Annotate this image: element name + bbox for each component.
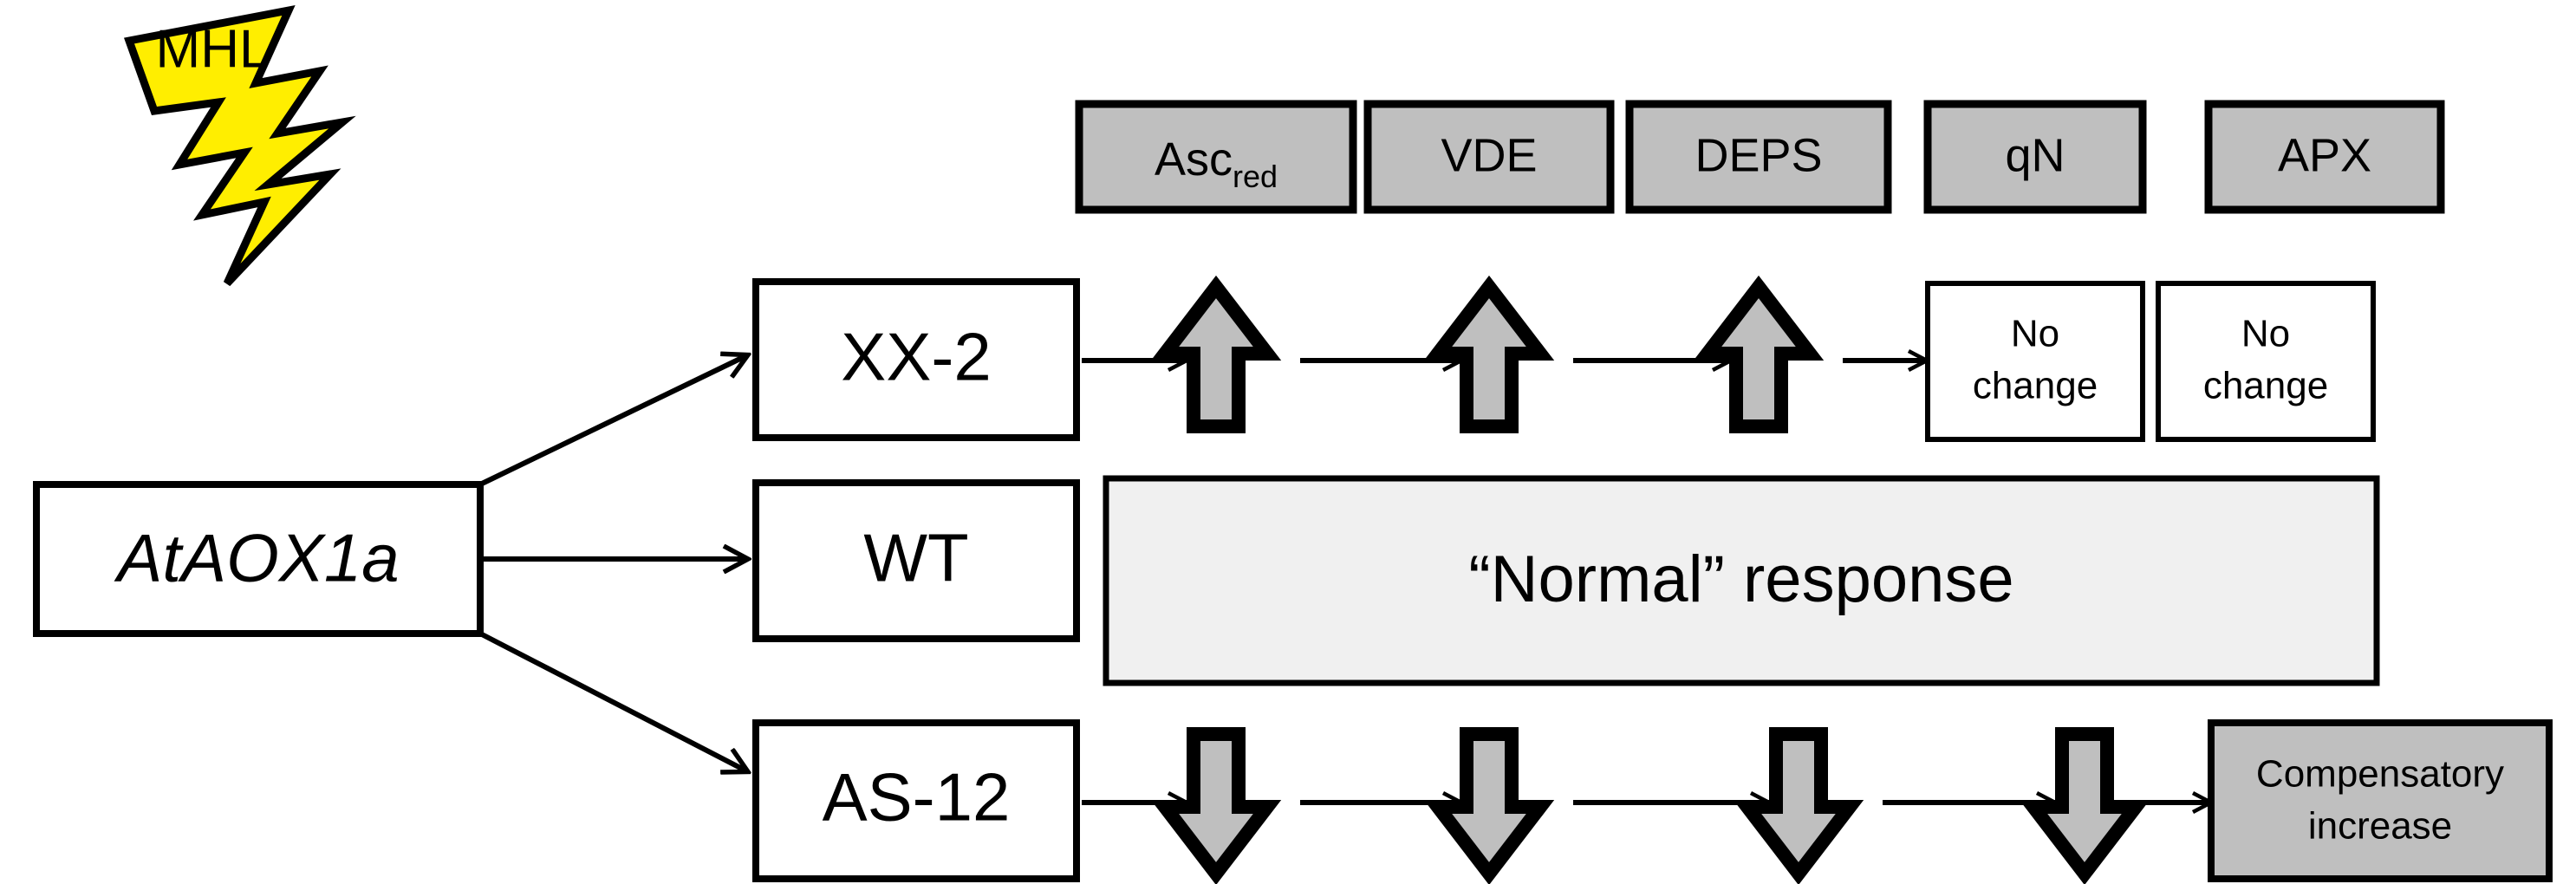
genotype-label: AS-12 [823,759,1011,835]
normal-response-banner: “Normal” response [1103,475,2380,686]
header-box-main: APX [2278,129,2371,181]
genotype-label: WT [863,520,968,596]
row-xx2: XX-2 No change [752,275,2376,442]
genotype-box[interactable] [752,719,1080,882]
header-box-main: DEPS [1695,129,1822,181]
genotype-box[interactable] [752,479,1080,642]
response-arrow-up-asc [1150,275,1282,433]
mhl-label: MHL [156,19,270,79]
genotype-label: XX-2 [841,319,991,395]
compensatory-line2: increase [2308,805,2452,848]
header-box-vde[interactable]: VDE [1363,100,1615,214]
header-box-rect[interactable] [1075,100,1357,214]
genotype-box[interactable] [752,278,1080,441]
header-box-rect[interactable] [1363,100,1615,214]
arrow-up-icon [1423,275,1555,433]
header-box-rect[interactable] [1625,100,1892,214]
genotype-node-xx2[interactable]: XX-2 [752,278,1080,441]
response-arrow-up-deps [1693,275,1825,433]
arrow-down-icon [1150,727,1282,884]
normal-response-box [1103,475,2380,686]
no-change-line1: No [2011,313,2059,355]
mhl-lightning-bolt: MHL [123,4,356,287]
response-arrow-down-3 [1733,727,1864,884]
header-box-text: Ascred [1155,133,1278,193]
header-box-main: Asc [1155,133,1233,185]
header-box-subscript: red [1233,159,1278,194]
header-box-rect[interactable] [1923,100,2147,214]
header-box-asc-red[interactable]: Ascred [1075,100,1357,214]
ataox1a-label: AtAOX1a [114,520,399,596]
no-change-line2: change [2203,365,2328,407]
response-box-compensatory-increase[interactable]: Compensatory increase [2208,719,2553,882]
header-box-row: Ascred VDE DEPS qN APX [1075,100,2445,214]
normal-response-label: “Normal” response [1468,543,2013,616]
arrow-down-icon [1423,727,1555,884]
arrow-up-icon [1693,275,1825,433]
response-arrow-down-1 [1150,727,1282,884]
compensatory-line1: Compensatory [2256,753,2504,796]
header-box-main: VDE [1441,129,1537,181]
source-node-ataox1a[interactable]: AtAOX1a [33,481,484,637]
header-box-rect[interactable] [2204,100,2445,214]
arrow-down-icon [2019,727,2150,884]
response-box-no-change-qn[interactable]: No change [1925,281,2145,442]
lightning-bolt-icon [123,4,356,287]
response-box-no-change-apx[interactable]: No change [2156,281,2376,442]
no-change-box[interactable] [2156,281,2376,442]
no-change-box[interactable] [1925,281,2145,442]
header-box-main: qN [2005,129,2065,181]
response-arrow-down-4 [2019,727,2150,884]
header-box-qn[interactable]: qN [1923,100,2147,214]
branch-arrow-to-as12 [480,632,747,771]
row-wt: WT “Normal” response [752,475,2380,686]
ataox1a-box[interactable] [33,481,484,637]
header-box-apx[interactable]: APX [2204,100,2445,214]
genotype-node-as12[interactable]: AS-12 [752,719,1080,882]
compensatory-box[interactable] [2208,719,2553,882]
branch-arrow-to-xx2 [480,355,747,486]
arrow-up-icon [1150,275,1282,433]
response-arrow-down-2 [1423,727,1555,884]
row-as12: AS-12 [752,719,2553,884]
branch-arrows [480,355,747,771]
genotype-node-wt[interactable]: WT [752,479,1080,642]
no-change-line1: No [2241,313,2290,355]
no-change-line2: change [1973,365,2098,407]
header-box-deps[interactable]: DEPS [1625,100,1892,214]
response-arrow-up-vde [1423,275,1555,433]
arrow-down-icon [1733,727,1864,884]
